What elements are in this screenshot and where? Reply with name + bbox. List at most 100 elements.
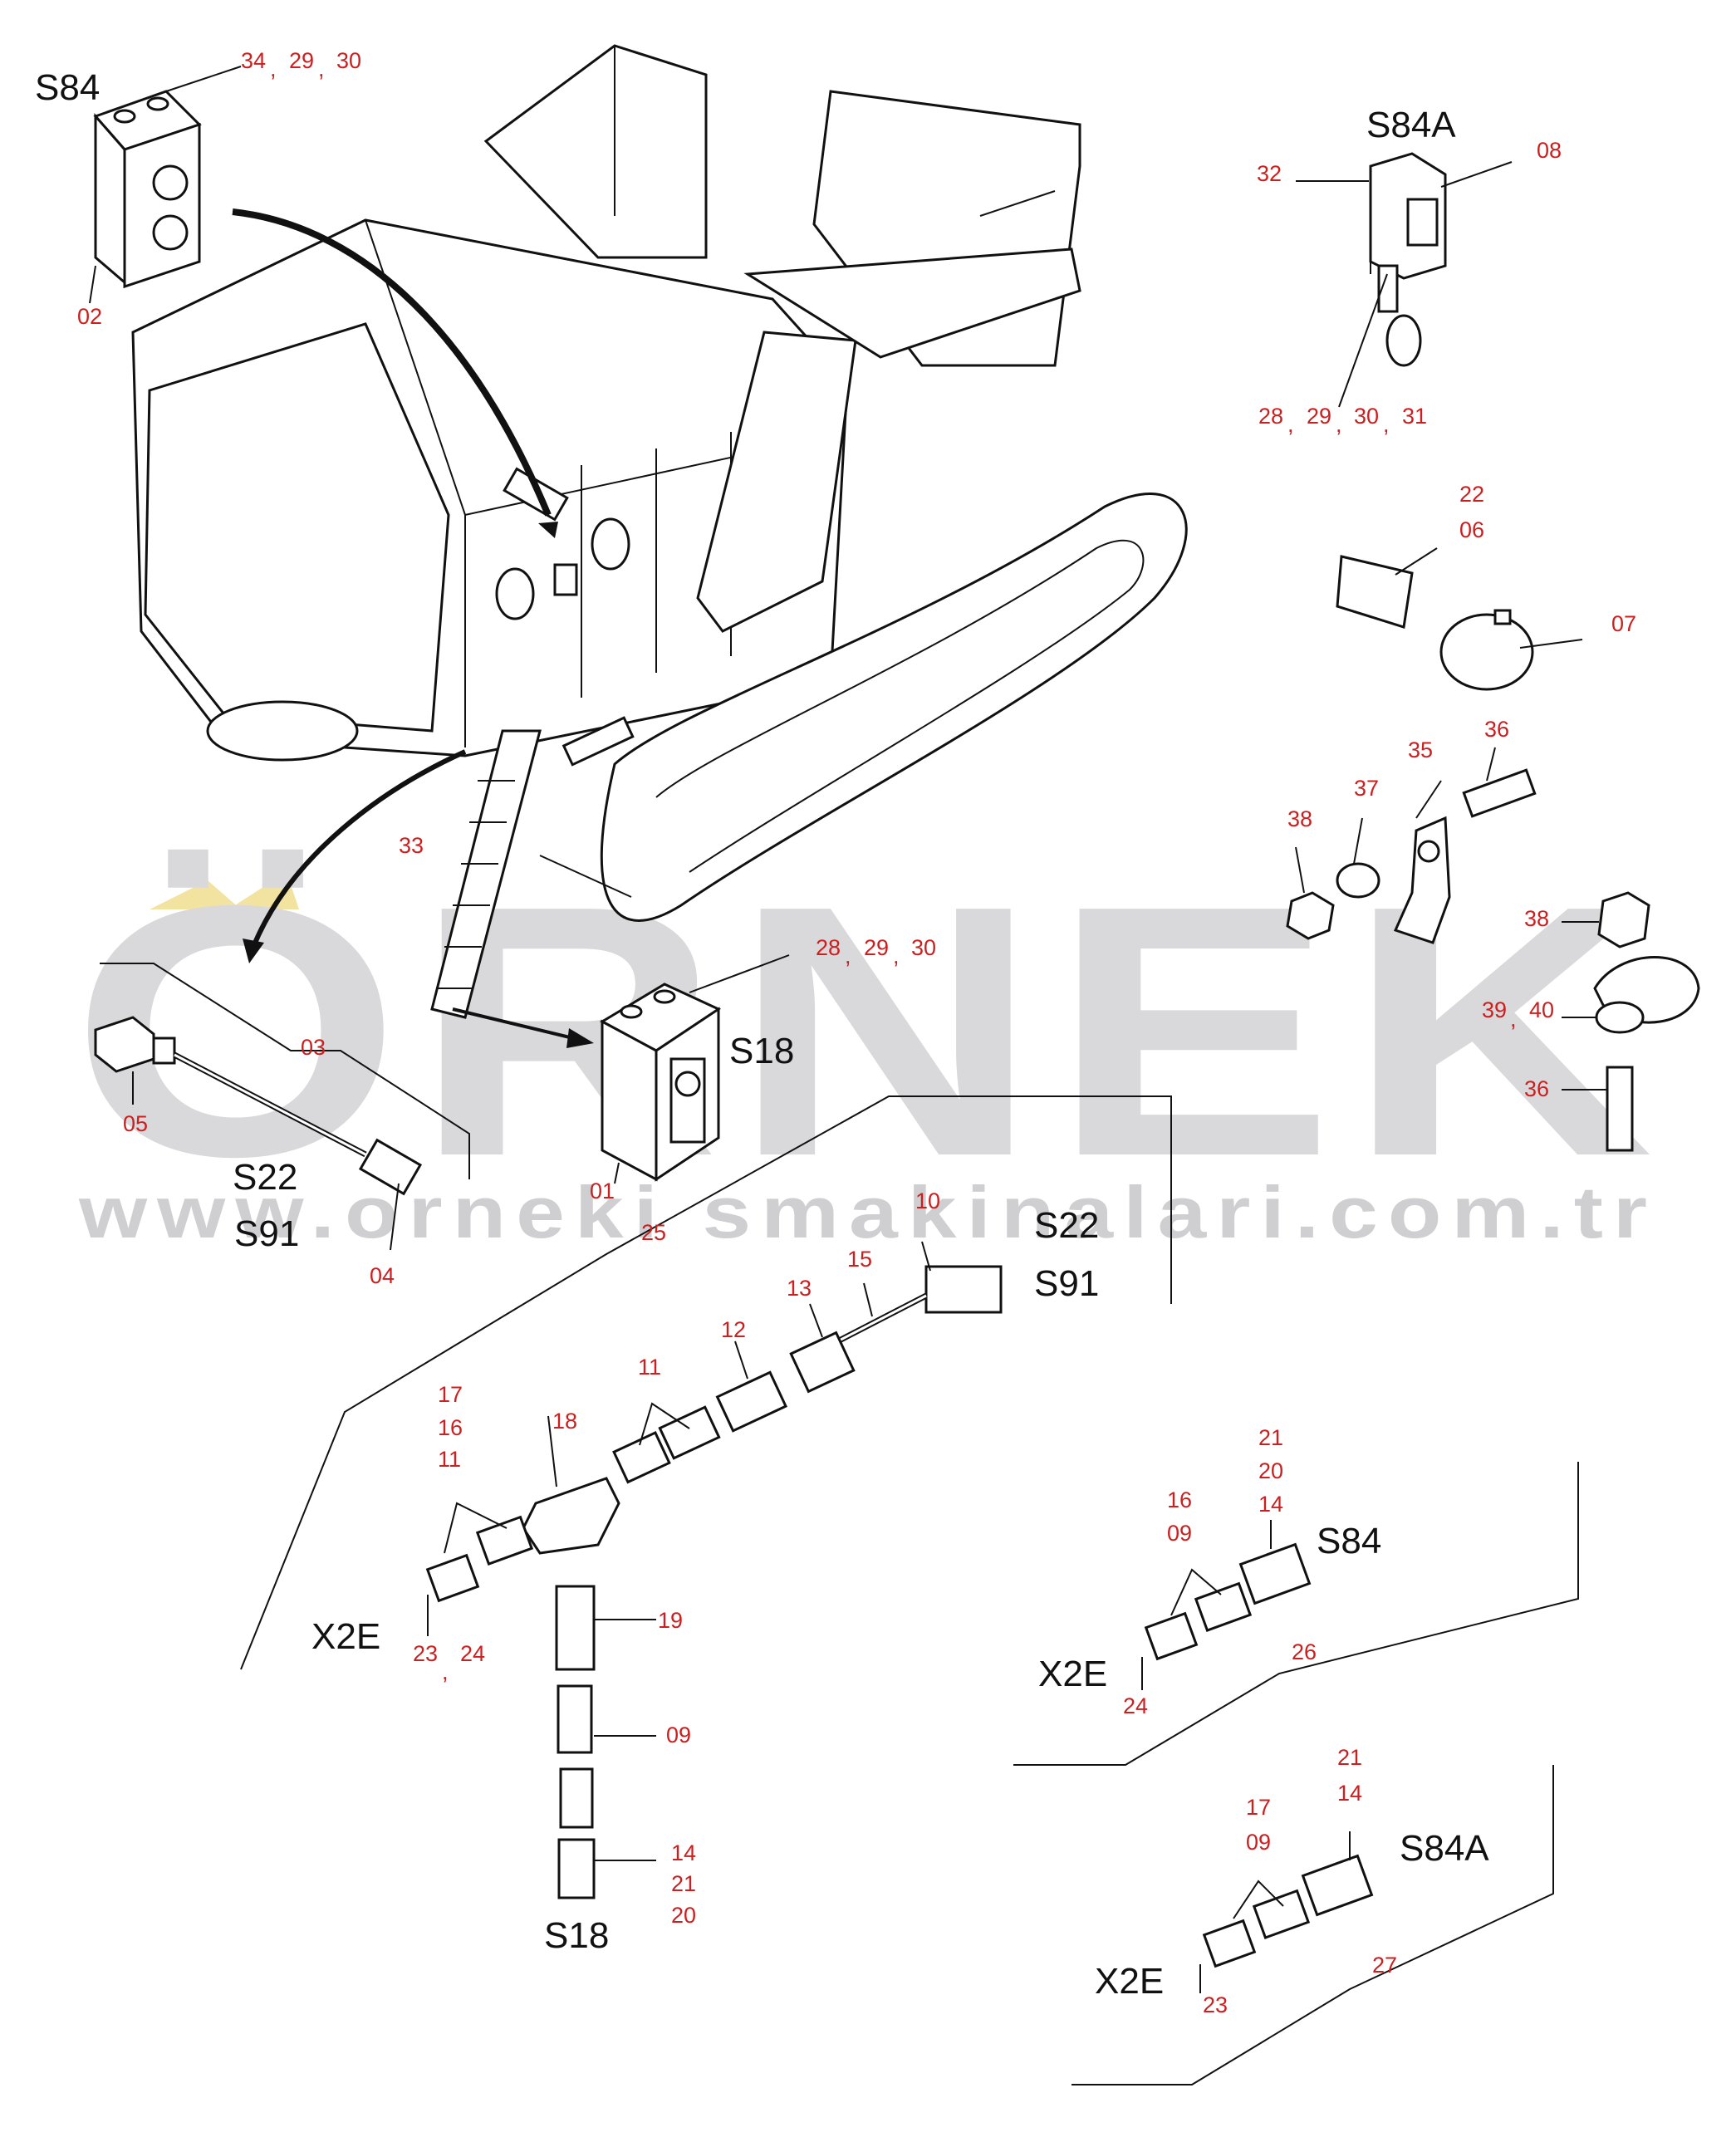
callout: 29	[864, 935, 889, 960]
callout: 37	[1354, 776, 1379, 801]
engine-cover	[144, 322, 450, 733]
callout: 36	[1524, 1076, 1549, 1101]
pointer-arrows	[232, 208, 594, 1048]
sleeve-19	[555, 1585, 596, 1671]
main-harness	[240, 1095, 1172, 1899]
watermark: ÖRNEK www.orneki smakinalari.com.tr	[71, 832, 1657, 1253]
boom-arm	[696, 331, 857, 633]
arrow-s84-curve	[232, 208, 552, 517]
coupler-17	[425, 1553, 480, 1603]
label-x2e-main: X2E	[311, 1616, 380, 1657]
s84-coupler-09	[1144, 1611, 1199, 1661]
callout: 17	[438, 1382, 463, 1407]
callout: 33	[399, 833, 424, 858]
callout: 11	[438, 1447, 461, 1472]
s22-sensor-cable	[94, 963, 470, 1251]
callout: 27	[1372, 1953, 1397, 1978]
switch-mount	[553, 563, 578, 596]
coupler-11b	[612, 1431, 671, 1484]
separator: ,	[1336, 412, 1342, 437]
callout: 12	[721, 1317, 746, 1342]
callout: 08	[1537, 138, 1562, 163]
callout: 21	[671, 1871, 696, 1896]
callout: 05	[123, 1111, 148, 1136]
callout: 30	[336, 48, 361, 73]
callout: 16	[1167, 1487, 1192, 1512]
callout: 40	[1529, 997, 1554, 1022]
watermark-accent-right	[228, 872, 299, 909]
watermark-accent-left	[150, 880, 241, 909]
ladder-cylinder	[562, 716, 635, 767]
callout: 31	[1402, 404, 1427, 429]
callout: 03	[301, 1035, 326, 1060]
label-s84-right: S84	[1317, 1521, 1381, 1561]
callout: 38	[1524, 906, 1549, 931]
spring-09	[557, 1684, 593, 1754]
callout: 24	[460, 1641, 485, 1666]
callout: 21	[1258, 1425, 1283, 1450]
separator: ,	[442, 1659, 449, 1684]
body-port-right	[591, 517, 630, 571]
separator: ,	[270, 56, 277, 81]
label-s84-top: S84	[35, 67, 100, 108]
callout: 04	[370, 1263, 395, 1288]
label-s91-right: S91	[1034, 1263, 1099, 1304]
callout: 39	[1482, 997, 1507, 1022]
callout: 09	[1167, 1521, 1192, 1546]
s84a-socket-14	[1301, 1854, 1374, 1917]
washer	[1336, 862, 1380, 899]
s84a-coupler-17	[1252, 1889, 1311, 1939]
s84a-harness	[1072, 1765, 1554, 2085]
callout-numbers: 34 , 29 , 30 02 32 08 28 , 29 , 30 , 31 …	[77, 48, 1636, 2017]
callout: 28	[1258, 404, 1283, 429]
callout: 18	[552, 1409, 577, 1434]
label-s22-right: S22	[1034, 1205, 1099, 1246]
callout: 30	[911, 935, 936, 960]
label-x2e-right: X2E	[1038, 1654, 1107, 1694]
callout: 23	[1203, 1992, 1228, 2017]
ladder	[430, 729, 542, 1019]
callout: 21	[1337, 1745, 1362, 1770]
s84a-coupler-09	[1202, 1919, 1257, 1968]
tee-18	[522, 1477, 620, 1555]
s84-coupler-16	[1194, 1581, 1253, 1632]
callout: 14	[1258, 1492, 1283, 1517]
callout: 16	[438, 1415, 463, 1440]
callout: 34	[241, 48, 266, 73]
callout: 20	[1258, 1458, 1283, 1483]
callout: 09	[666, 1723, 691, 1747]
callout: 01	[590, 1179, 615, 1203]
crawler-track	[600, 493, 1188, 922]
label-x2e-bottom: X2E	[1095, 1961, 1164, 2002]
spring-09b	[559, 1767, 594, 1829]
callout: 32	[1257, 161, 1282, 186]
watermark-url: www.orneki smakinalari.com.tr	[78, 1171, 1657, 1253]
callout: 25	[641, 1220, 666, 1245]
callout: 10	[915, 1189, 940, 1213]
coupler-16	[475, 1515, 534, 1566]
separator: ,	[845, 943, 851, 968]
callout: 35	[1408, 738, 1433, 762]
callout: 24	[1123, 1693, 1148, 1718]
callout: 06	[1459, 517, 1484, 542]
hose-sleeve	[1336, 555, 1414, 629]
callout: 14	[1337, 1781, 1362, 1806]
callout: 15	[847, 1247, 872, 1272]
engine-base	[206, 700, 359, 762]
callout: 23	[413, 1641, 438, 1666]
callout: 22	[1459, 482, 1484, 507]
s84-harness	[1013, 1462, 1579, 1766]
component-labels: S84 S84A S18 S22 S91 S22 S91 X2E S18 S84…	[35, 67, 1489, 2002]
s84-box	[89, 66, 242, 304]
hex-nut-right	[1597, 891, 1650, 948]
callout: 13	[787, 1276, 812, 1301]
separator: ,	[1383, 412, 1390, 437]
callout: 38	[1287, 806, 1312, 831]
callout: 07	[1611, 611, 1636, 636]
machine-illustration	[131, 44, 1188, 1019]
callout: 29	[289, 48, 314, 73]
cable-tie	[1439, 613, 1534, 691]
s84a-switch	[1296, 152, 1513, 408]
label-s91-left: S91	[234, 1213, 299, 1254]
callout: 17	[1246, 1795, 1271, 1820]
